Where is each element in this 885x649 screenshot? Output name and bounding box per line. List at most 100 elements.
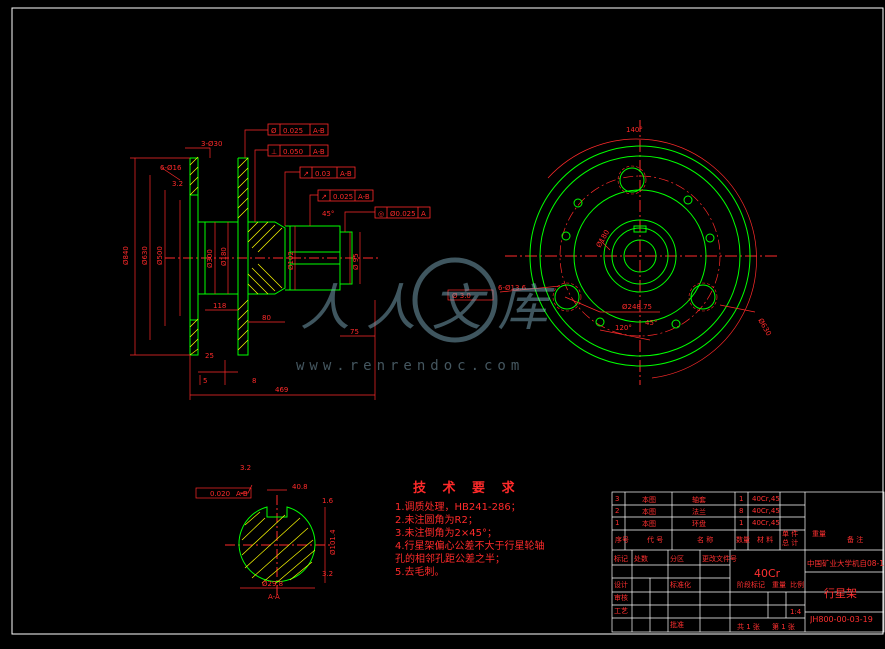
dim-len-c: 75	[350, 328, 359, 336]
scale: 1:4	[790, 608, 802, 616]
dim-chamfer1: 3-Ø30	[201, 140, 222, 148]
row-change: 更改文件号	[702, 555, 737, 563]
part-code: 本图	[642, 496, 656, 504]
tol-sym: ↗	[321, 193, 327, 201]
tol-ref: A-B	[358, 193, 370, 201]
tolerance-frames: Ø 0.025 A-B ⊥ 0.050 A-B ↗ 0.03 A-B ↗ 0.0…	[271, 127, 426, 218]
requirement-item: 1.调质处理，HB241-286；	[395, 502, 521, 513]
drawing-frame	[11, 7, 884, 635]
school-name: 中国矿业大学机自08-1	[807, 559, 885, 568]
part-no: 3	[615, 495, 620, 503]
dim-len-e: 5	[203, 377, 207, 385]
part-mat: 40Cr,45	[752, 519, 780, 527]
tol-ref: A-B	[340, 170, 352, 178]
row-count: 处数	[634, 555, 648, 563]
part-code: 本图	[642, 508, 656, 516]
header-single: 单 件	[782, 530, 799, 538]
front-tolerance: Ø 3.0	[447, 289, 494, 301]
part-qty: 8	[739, 507, 744, 515]
header-weight: 重量	[812, 530, 826, 538]
header-no: 序号	[615, 536, 629, 544]
dim-len-b: 80	[262, 314, 271, 322]
key-width: 40.8	[292, 483, 308, 491]
key-tol: 0.020	[210, 490, 230, 498]
key-tol-ref: A-B	[236, 490, 248, 498]
tol-val: Ø0.025	[390, 210, 416, 218]
dim-radius: Ø248.75	[622, 303, 652, 311]
tol-val: 0.025	[333, 193, 353, 201]
tol-val: 0.025	[283, 127, 303, 135]
dim-outer-dia: Ø840	[122, 246, 130, 265]
sheet-number: 第 1 张	[772, 623, 795, 631]
row-review: 审核	[614, 594, 628, 602]
section-dimensions: 469 Ø840 Ø630 Ø500 Ø300 Ø180 Ø102 Ø 95 1…	[122, 140, 360, 394]
key-rough: 3.2	[240, 464, 251, 472]
part-qty: 1	[739, 519, 744, 527]
dim-rough: 3.2	[172, 180, 183, 188]
dim-overall-length: 469	[275, 386, 288, 394]
dim-shaft-dia2: Ø 95	[352, 253, 360, 270]
part-no: 1	[615, 519, 620, 527]
dim-angle-a: 45°	[322, 210, 334, 218]
tol-ref: A-B	[313, 148, 325, 156]
part-mat: 40Cr,45	[752, 507, 780, 515]
header-name: 名 称	[697, 536, 714, 544]
key-section-dims: 3.2 40.8 1.6 Ø101.4 Ø29.8 A-A 0.020 A-B …	[210, 464, 337, 601]
tol-ref: A	[421, 210, 426, 218]
dim-mid-dia: Ø180	[220, 247, 228, 266]
label-ratio: 比例	[790, 581, 804, 589]
requirement-item: 3.未注倒角为2×45°；	[395, 528, 498, 539]
dim-chamfer2: 6-Ø16	[160, 164, 182, 172]
title-block-grid	[611, 491, 885, 633]
part-qty: 1	[739, 495, 744, 503]
header-code: 代 号	[647, 536, 664, 544]
requirement-item: 2.未注圆角为R2；	[395, 515, 478, 526]
tol-sym: ⊥	[271, 148, 277, 156]
dim-outer-side: Ø630	[756, 317, 772, 337]
label-stage: 阶段标记	[737, 581, 765, 589]
front-tol-val: Ø 3.0	[452, 292, 471, 300]
front-view	[499, 120, 780, 385]
part-code: 本图	[642, 520, 656, 528]
dim-len-d: 25	[205, 352, 214, 360]
watermark-url: www.renrendoc.com	[296, 358, 525, 374]
row-design: 设计	[614, 581, 628, 589]
dim-angle-140: 140°	[626, 126, 643, 134]
requirements-title: 技 术 要 求	[413, 481, 521, 496]
section-view	[130, 123, 431, 400]
dim-len-a: 118	[213, 302, 226, 310]
dim-shaft-dia: Ø102	[287, 251, 295, 270]
sheets-total: 共 1 张	[737, 623, 760, 631]
technical-requirements: 技 术 要 求 1.调质处理，HB241-286； 2.未注圆角为R2； 3.未…	[395, 482, 545, 579]
tol-sym: Ø	[271, 127, 277, 135]
dim-angle-120: 120°	[615, 324, 632, 332]
key-rough3: 3.2	[322, 570, 333, 578]
material: 40Cr	[754, 567, 781, 580]
row-approve: 批准	[670, 621, 684, 629]
header-mat: 材 料	[757, 536, 774, 544]
dim-holes: 6-Ø13.6	[498, 284, 527, 292]
key-depth: Ø101.4	[329, 529, 337, 555]
row-zone: 分区	[670, 555, 684, 563]
requirement-item: 孔的相邻孔距公差之半；	[395, 554, 505, 565]
dim-len-f: 8	[252, 377, 256, 385]
header-total: 总 计	[782, 539, 799, 547]
row-mark: 标记	[614, 555, 628, 563]
label-mass: 重量	[772, 581, 786, 589]
tol-sym: ◎	[378, 210, 384, 218]
title-block: 3 本图 轴套 1 40Cr,45 2 本图 法兰 8 40Cr,45 1 本图…	[612, 492, 884, 632]
dim-hub-dia: Ø300	[206, 249, 214, 268]
row-process: 工艺	[614, 607, 628, 615]
drawing-number: JH800-00-03-19	[810, 615, 873, 624]
key-section-view	[195, 484, 330, 595]
part-name: 环盘	[692, 520, 706, 528]
dim-bolt-dia: Ø630	[141, 246, 149, 265]
key-mark: A-A	[268, 593, 280, 601]
tol-val: 0.050	[283, 148, 303, 156]
part-no: 2	[615, 507, 620, 515]
row-standard: 标准化	[670, 581, 691, 589]
part-mat: 40Cr,45	[752, 495, 780, 503]
requirement-item: 4.行星架偏心公差不大于行星轮轴	[395, 541, 545, 552]
dim-inner-dia: Ø500	[156, 246, 164, 265]
